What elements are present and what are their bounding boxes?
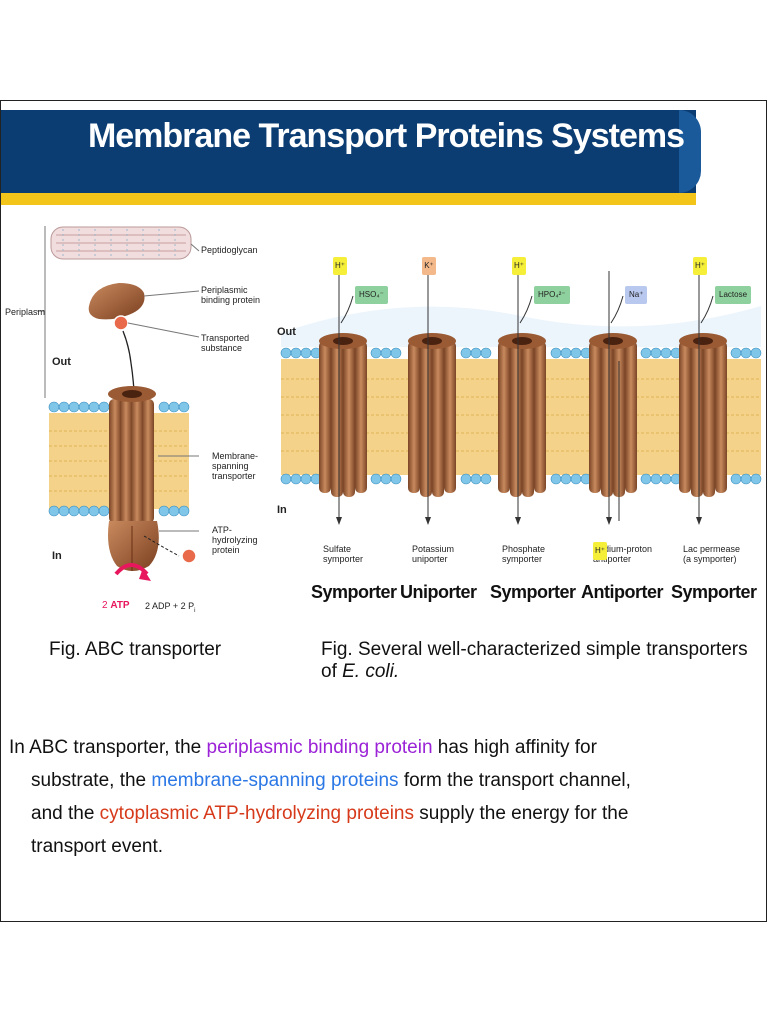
periplasmic-binding-protein [88,283,200,392]
substrate-5: Lactose [715,286,752,304]
banner-stripe [1,193,696,205]
transporter-type-2: Uniporter [400,582,477,602]
atp-hydrolyzing-protein [108,521,199,581]
transported-substance [113,315,129,331]
periplasm-bracket [37,226,46,398]
transporter-2 [408,271,456,525]
label-atp-2: hydrolyzing [212,535,258,545]
caption-ecoli: Fig. Several well-characterized simple t… [321,639,748,682]
label-out-abc: Out [52,356,71,368]
top-ion-3: H⁺ [512,257,526,275]
transporter-desc-a-4: Sodium-proton [593,544,653,554]
substrate-1: HSO₄⁻ [355,286,388,304]
peptidoglycan-layer [50,226,200,260]
top-ion-5: H⁺ [693,257,707,275]
transporter-type-4: Antiporter [581,582,664,602]
transporter-type-3: Symporter [490,582,576,602]
transporter-5 [679,271,727,525]
label-periplasmic-1: Periplasmic [201,285,248,295]
transporter-desc-b-1: symporter [323,554,364,564]
label-atp-3: protein [212,545,240,555]
ecoli-transporters [319,271,727,525]
banner-decoration [679,110,701,193]
label-out-ecoli: Out [277,326,296,338]
transporter-3 [498,271,546,525]
transporter-desc-a-5: Lac permease [683,544,741,554]
substrate-3: HPO₄²⁻ [534,286,570,304]
top-ion-1: H⁺ [333,257,347,275]
transporter-desc-b-3: symporter [502,554,543,564]
adp-label: 2 ADP + 2 Pi [145,601,196,614]
transporter-desc-b-4: antiporter [593,554,632,564]
slide: Membrane Transport Proteins Systems [0,100,767,922]
transporter-desc-a-1: Sulfate [323,544,352,554]
body-paragraph: In ABC transporter, the periplasmic bind… [9,737,631,857]
transporter-desc-a-3: Phosphate [502,544,546,554]
abc-transporter-figure [37,226,762,581]
title-banner [1,110,696,193]
transporter-desc-b-5: (a symporter) [683,554,737,564]
label-membrane-1: Membrane- [212,451,259,461]
substrate-4: Na⁺ [625,286,648,304]
transporter-desc-b-2: uniporter [412,554,448,564]
bottom-ion-4: H⁺ [593,542,607,560]
caption-abc: Fig. ABC transporter [49,639,222,660]
highlight-membrane: membrane-spanning proteins [151,770,399,791]
transporter-desc-a-2: Potassium [412,544,455,554]
transporter-4 [589,271,637,525]
transporter-type-5: Symporter [671,582,757,602]
released-substance [181,548,197,564]
highlight-periplasmic: periplasmic binding protein [206,737,433,758]
membrane-spanning-transporter [108,386,199,525]
label-transported-1: Transported [201,333,250,343]
atp-count: 2 ATP [102,600,130,611]
label-in-abc: In [52,550,62,562]
label-peptidoglycan: Peptidoglycan [201,245,258,255]
transporter-1 [319,271,367,525]
label-in-ecoli: In [277,504,287,516]
label-membrane-3: transporter [212,471,256,481]
label-periplasm: Periplasm [5,307,46,317]
slide-title: Membrane Transport Proteins Systems [87,117,685,155]
label-atp-1: ATP- [212,525,232,535]
top-ion-2: K⁺ [422,257,436,275]
label-periplasmic-2: binding protein [201,295,261,305]
transporter-type-1: Symporter [311,582,397,602]
label-membrane-2: spanning [212,461,249,471]
atp-label: ATP [110,600,130,611]
label-transported-2: substance [201,343,243,353]
highlight-cytoplasmic: cytoplasmic ATP-hydrolyzing proteins [99,803,414,824]
